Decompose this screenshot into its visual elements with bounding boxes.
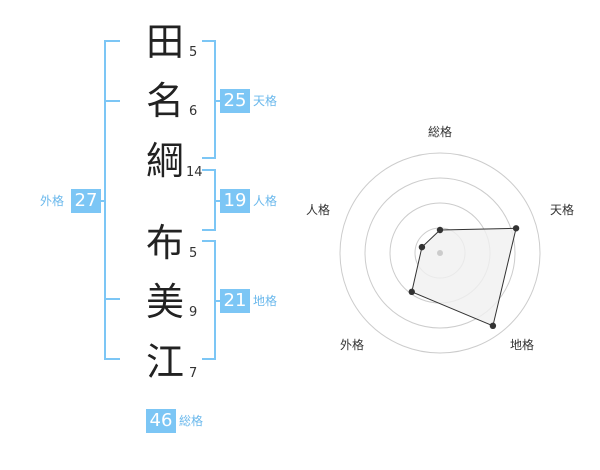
chikaku-badge: 21 xyxy=(220,289,250,313)
radar-label-chikaku: 地格 xyxy=(510,338,535,352)
stroke-count-3: 14 xyxy=(186,165,203,180)
name-char-3: 綱 xyxy=(145,139,184,183)
name-char-6: 江 xyxy=(145,340,184,384)
radar-label-jinkaku: 人格 xyxy=(306,203,331,217)
radar-label-tenkaku: 天格 xyxy=(550,203,575,217)
tenkaku-label: 天格 xyxy=(253,94,278,108)
radar-point-2 xyxy=(512,225,520,232)
soukaku-badge: 46 xyxy=(146,409,176,433)
name-char-2: 名 xyxy=(145,79,184,123)
name-char-4: 布 xyxy=(145,221,184,265)
radar-point-1 xyxy=(436,226,444,234)
jinkaku-label: 人格 xyxy=(253,194,278,208)
stroke-count-5: 9 xyxy=(189,305,198,320)
radar-center-dot xyxy=(437,250,443,256)
radar-grid xyxy=(339,152,541,354)
gaikaku-badge: 27 xyxy=(71,189,101,213)
radar-chart xyxy=(339,152,541,354)
radar-points xyxy=(408,225,520,330)
tenkaku-badge: 25 xyxy=(220,89,250,113)
soukaku-label: 総格 xyxy=(179,414,204,428)
chikaku-label: 地格 xyxy=(253,294,278,308)
radar-point-3 xyxy=(489,322,497,330)
radar-point-4 xyxy=(408,288,415,296)
jinkaku-badge: 19 xyxy=(220,189,250,213)
radar-label-gaikaku: 外格 xyxy=(340,338,365,352)
stroke-count-6: 7 xyxy=(189,366,198,381)
radar-area xyxy=(411,227,517,327)
radar-ring-4 xyxy=(339,152,541,354)
radar-point-5 xyxy=(418,243,426,251)
gaikaku-label: 外格 xyxy=(40,194,65,208)
name-char-5: 美 xyxy=(145,280,184,324)
name-char-1: 田 xyxy=(145,20,184,64)
stroke-count-1: 5 xyxy=(189,45,198,60)
stroke-count-2: 6 xyxy=(189,104,198,119)
radar-label-soukaku: 総格 xyxy=(428,125,453,139)
stroke-count-4: 5 xyxy=(189,246,198,261)
radar-ring-3 xyxy=(364,177,516,329)
